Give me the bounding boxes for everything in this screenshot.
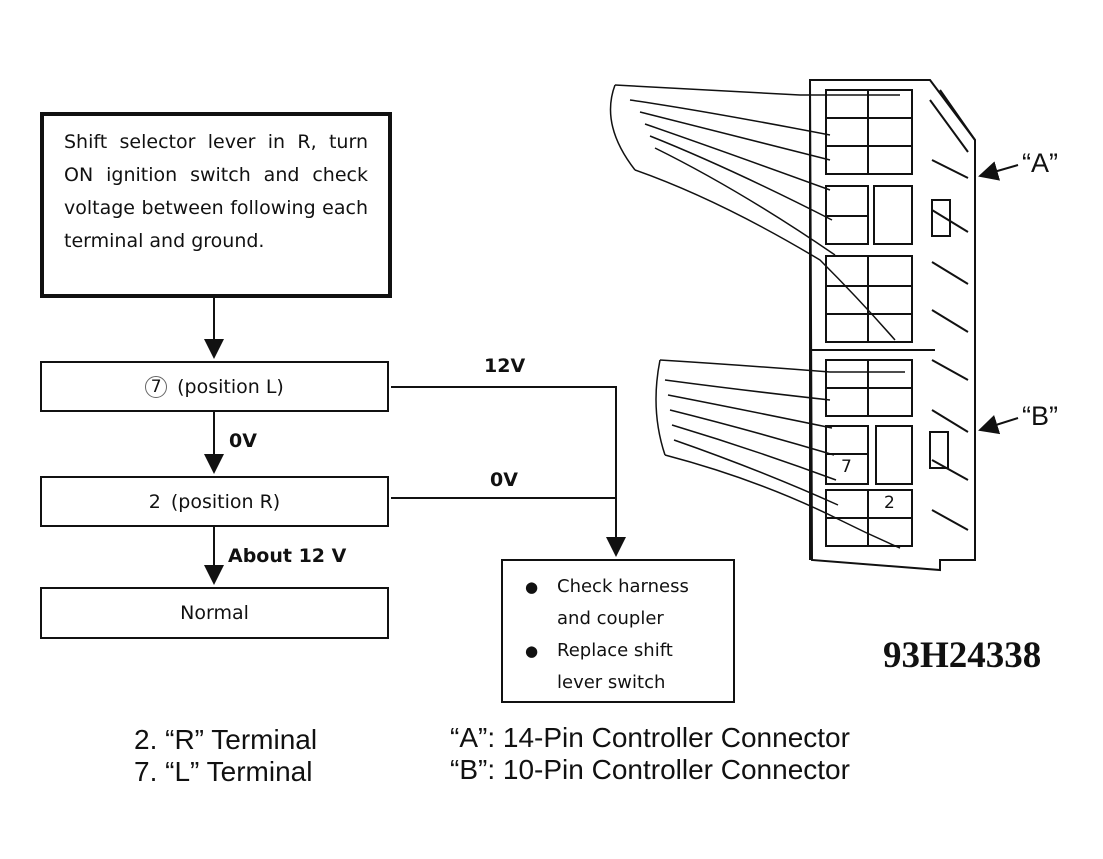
normal-result-box: Normal <box>40 587 389 639</box>
edge-label-about-12v: About 12 V <box>228 545 347 567</box>
legend-left: 2. “R” Terminal 7. “L” Terminal <box>134 724 317 788</box>
connector-a-label: “A” <box>1022 148 1058 178</box>
step-terminal-7-box: 7 (position L) <box>40 361 389 412</box>
check-item: Check harness and coupler <box>521 571 723 635</box>
connector-b-cavities <box>825 359 949 547</box>
terminal-2-number: 2 <box>148 490 161 513</box>
arrow-to-check <box>391 497 626 557</box>
connector-b-label: “B” <box>1022 401 1058 431</box>
legend-connector-b: “B”: 10-Pin Controller Connector <box>450 754 850 785</box>
legend-r-terminal: 2. “R” Terminal <box>134 724 318 755</box>
connector-illustration <box>808 79 1019 572</box>
pin-7-label: 7 <box>841 457 852 477</box>
start-instruction-box: Shift selector lever in R, turn ON ignit… <box>40 112 392 298</box>
terminal-7-number: 7 <box>145 375 168 398</box>
figure-code: 93H24338 <box>883 635 1042 676</box>
pointer-a <box>978 161 1019 181</box>
check-item: Replace shift lever switch <box>521 635 723 699</box>
legend-right: “A”: 14-Pin Controller Connector “B”: 10… <box>450 722 850 786</box>
edge-label-0v-right: 0V <box>490 469 518 491</box>
edge-label-0v-down: 0V <box>229 430 257 452</box>
line-step1-12v <box>391 386 617 497</box>
pointer-b <box>978 415 1019 435</box>
wire-harness <box>609 84 905 549</box>
connector-a-cavities <box>825 89 951 343</box>
start-instruction-text: Shift selector lever in R, turn ON ignit… <box>64 131 368 252</box>
pin-2-label: 2 <box>884 493 895 513</box>
connector-body <box>808 79 976 572</box>
terminal-2-position: (position R) <box>170 490 281 513</box>
legend-l-terminal: 7. “L” Terminal <box>134 756 313 787</box>
check-action-box: Check harness and coupler Replace shift … <box>501 559 735 703</box>
edge-label-12v: 12V <box>484 355 526 377</box>
legend-connector-a: “A”: 14-Pin Controller Connector <box>450 722 850 753</box>
step-terminal-2-box: 2 (position R) <box>40 476 389 527</box>
terminal-7-position: (position L) <box>177 375 284 398</box>
normal-result-text: Normal <box>180 602 249 624</box>
